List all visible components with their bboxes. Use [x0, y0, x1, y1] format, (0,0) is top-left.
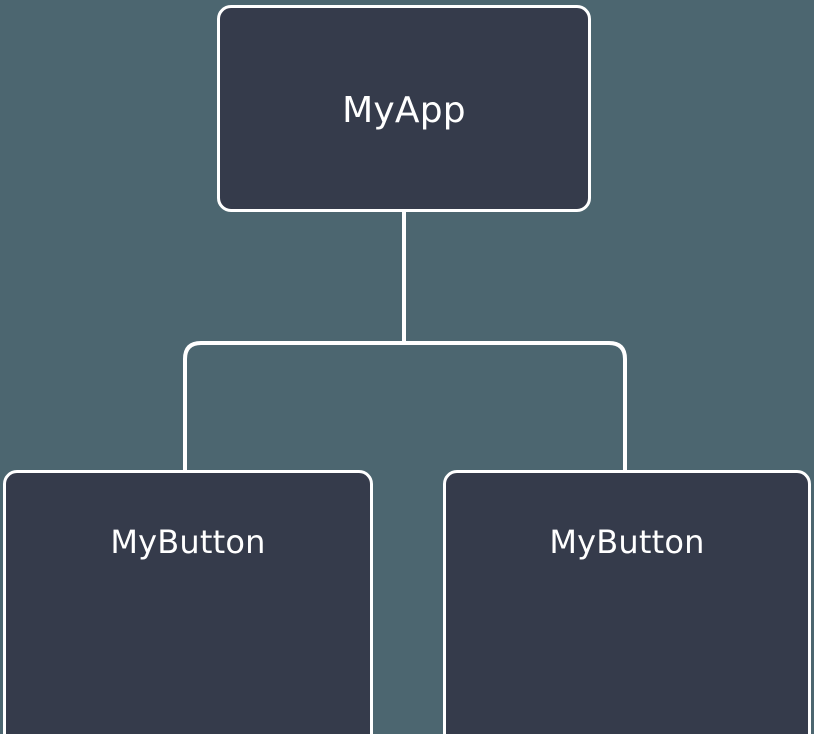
- node-myapp-title: MyApp: [342, 90, 466, 131]
- node-mybutton-left[interactable]: MyButton count 1: [3, 470, 373, 734]
- node-mybutton-left-title: MyButton: [110, 523, 266, 561]
- node-mybutton-right[interactable]: MyButton count 0: [443, 470, 811, 734]
- connector-branch-bus: [183, 341, 627, 470]
- node-mybutton-right-title: MyButton: [549, 523, 705, 561]
- node-myapp[interactable]: MyApp: [217, 5, 591, 212]
